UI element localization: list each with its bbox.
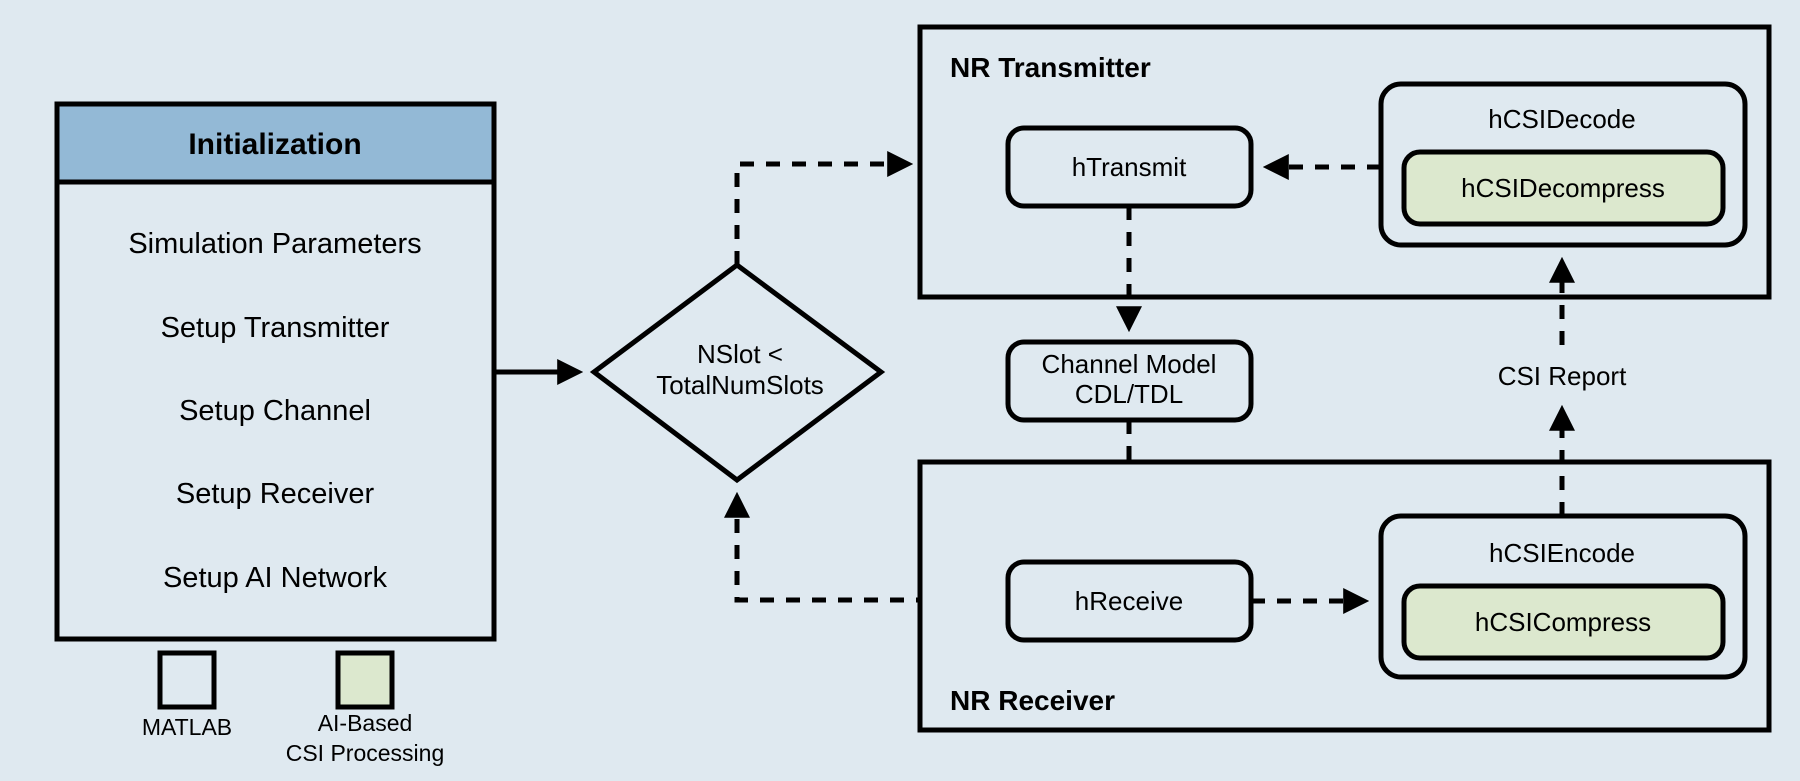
legend-label-matlab: MATLAB: [142, 714, 232, 740]
nr-receiver-label: NR Receiver: [950, 685, 1115, 716]
initialization-title: Initialization: [188, 128, 361, 161]
channel-model-label-line2: CDL/TDL: [1075, 379, 1183, 409]
init-item-simulation-parameters: Simulation Parameters: [128, 228, 421, 260]
node-htransmit: hTransmit: [1005, 125, 1254, 209]
hcsicompress-label: hCSICompress: [1475, 607, 1651, 637]
edge-decision-to-transmitter: [734, 151, 914, 265]
node-hcsidecode: hCSIDecode hCSIDecompress: [1378, 81, 1748, 248]
htransmit-label: hTransmit: [1072, 152, 1187, 182]
hcsidecompress-box: [1401, 149, 1726, 227]
legend-item-ai: AI-Based CSI Processing: [286, 650, 445, 766]
initialization-panel-body: [54, 101, 497, 642]
decision-label-line1: NSlot <: [697, 339, 783, 369]
hcsicompress-box: [1401, 583, 1726, 661]
nr-transmitter-group: NR Transmitter hTransmit hCSIDecode hCSI…: [917, 24, 1772, 300]
decision-diamond-shape: [589, 261, 886, 484]
channel-model-label-line1: Channel Model: [1042, 349, 1217, 379]
edge-receiver-to-decision: [724, 491, 930, 603]
init-item-setup-channel: Setup Channel: [179, 395, 371, 427]
node-channel-model: Channel Model CDL/TDL: [1005, 339, 1254, 423]
legend: MATLAB AI-Based CSI Processing: [142, 650, 445, 766]
decision-label-line2: TotalNumSlots: [656, 370, 824, 400]
nr-transmitter-label: NR Transmitter: [950, 52, 1151, 83]
decision-node: NSlot < TotalNumSlots: [589, 261, 886, 484]
init-item-setup-transmitter: Setup Transmitter: [161, 312, 390, 344]
hcsidecompress-label: hCSIDecompress: [1461, 173, 1665, 203]
initialization-panel: Initialization Simulation Parameters Set…: [54, 101, 497, 642]
edge-csi-report-group: CSI Report: [1498, 256, 1627, 516]
hcsidecode-label: hCSIDecode: [1488, 104, 1635, 134]
init-item-setup-receiver: Setup Receiver: [176, 478, 375, 510]
hreceive-label: hReceive: [1075, 586, 1183, 616]
legend-item-matlab: MATLAB: [142, 650, 232, 740]
initialization-panel-header: [54, 101, 497, 185]
legend-swatch-ai: [335, 650, 395, 710]
legend-swatch-matlab: [157, 650, 217, 710]
csi-report-label: CSI Report: [1498, 361, 1627, 391]
legend-label-ai-line2: CSI Processing: [286, 740, 445, 766]
init-item-setup-ai-network: Setup AI Network: [163, 562, 388, 594]
hcsiencode-label: hCSIEncode: [1489, 538, 1635, 568]
node-hcsiencode: hCSIEncode hCSICompress: [1378, 513, 1748, 680]
nr-receiver-group: NR Receiver hReceive hCSIEncode hCSIComp…: [917, 459, 1772, 733]
legend-label-ai-line1: AI-Based: [318, 710, 413, 736]
node-hreceive: hReceive: [1005, 559, 1254, 643]
